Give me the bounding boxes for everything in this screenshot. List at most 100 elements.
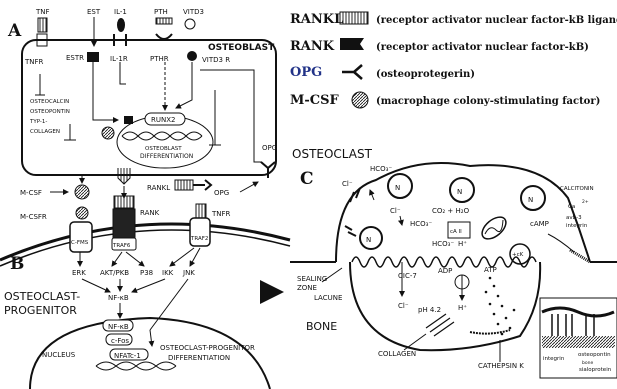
h-mid: H⁺ bbox=[458, 240, 467, 248]
ruffled-border bbox=[352, 257, 536, 267]
kinase-akt: AKT/PKB bbox=[100, 269, 129, 277]
rankl-ligand-icon bbox=[175, 180, 193, 190]
hco3-low: HCO₃⁻ bbox=[432, 240, 454, 248]
tnf-ligand-icon bbox=[38, 18, 47, 32]
legend-desc-mcsf: (macrophage colony-stimulating factor) bbox=[376, 96, 600, 107]
calcitonin-label: CALCITONIN bbox=[560, 186, 594, 192]
ca-sup: 2+ bbox=[582, 199, 589, 205]
mcsf-bound-icon bbox=[76, 207, 88, 219]
receptor-estr: ESTR bbox=[66, 54, 84, 62]
ob-diff-1: OSTEOBLAST bbox=[145, 146, 182, 152]
opg-bound-icon bbox=[205, 180, 211, 190]
progenitor-label-1: OSTEOCLAST- bbox=[4, 290, 80, 303]
osteoblast-title: OSTEOBLAST bbox=[208, 43, 275, 53]
panel-a: A OSTEOBLAST TNF EST IL-1 PTH VITD3 TNFR… bbox=[7, 8, 277, 178]
ob-diff-2: DIFFERENTIATION bbox=[140, 153, 193, 160]
resorption-lacune bbox=[350, 262, 540, 350]
cl-mid: Cl⁻ bbox=[390, 207, 401, 215]
nucleus-3-label: N bbox=[528, 196, 533, 204]
atp-label: ATP bbox=[484, 266, 497, 274]
legend-desc-rankl: (receptor activator nuclear factor-kB li… bbox=[376, 15, 617, 26]
legend-opg-icon bbox=[342, 65, 362, 79]
legend-rankl-icon bbox=[340, 12, 368, 24]
cathepsin-dots bbox=[485, 277, 516, 336]
integrin-label: integrin bbox=[566, 223, 588, 229]
panel-b: M-CSF M-CSFR RANKL OPG RANK TNFR C-FMS T… bbox=[0, 168, 290, 389]
panel-b-label: B bbox=[10, 254, 24, 274]
vitd3r-receptor-icon bbox=[187, 51, 197, 61]
kinase-ikk: IKK bbox=[162, 269, 174, 277]
nucleus-2-label: N bbox=[457, 188, 462, 196]
legend-mcsf-icon bbox=[352, 92, 368, 108]
kinase-jnk: JNK bbox=[182, 269, 195, 277]
pth-ligand-icon bbox=[156, 18, 172, 24]
rankl-label: RANKL bbox=[147, 184, 170, 192]
gene-collagen: COLLAGEN bbox=[30, 129, 60, 135]
ligand-tnf: TNF bbox=[35, 8, 50, 16]
h-lacune: H⁺ bbox=[458, 304, 467, 312]
progenitor-membrane bbox=[0, 224, 290, 260]
adp-label: ADP bbox=[438, 267, 452, 275]
ck-label: +cK bbox=[512, 252, 524, 258]
mcsfr-label: M-CSFR bbox=[20, 213, 47, 221]
mcsf-internal-icon bbox=[102, 127, 114, 139]
traf2-label: TRAF2 bbox=[190, 236, 208, 242]
runx2-label: RUNX2 bbox=[151, 116, 175, 124]
legend-key-rank: RANK bbox=[290, 39, 335, 54]
sealing-zone-2: ZONE bbox=[297, 284, 317, 292]
mcsf-ligand-icon bbox=[75, 185, 89, 199]
legend-key-opg: OPG bbox=[290, 65, 322, 80]
ligand-est: EST bbox=[87, 8, 101, 16]
inset-bone-label: bone bbox=[582, 360, 593, 366]
legend-key-rankl: RANKL bbox=[290, 12, 343, 27]
rankl-rank-icon bbox=[114, 196, 134, 208]
cfms-receptor bbox=[70, 222, 92, 252]
camp-label: cAMP bbox=[530, 220, 549, 228]
legend-rank-icon bbox=[340, 38, 364, 50]
co2-label: CO₂ + H₂O bbox=[432, 207, 470, 215]
nfatc1-label: NFATc-1 bbox=[114, 352, 141, 360]
lacune-label: LACUNE bbox=[314, 294, 342, 302]
ligand-pth: PTH bbox=[154, 8, 168, 16]
bone-label: BONE bbox=[306, 320, 337, 333]
opg-exit-label: OPG bbox=[262, 144, 277, 152]
receptor-pthr: PTHR bbox=[150, 55, 169, 63]
avb3-label: avb-3 bbox=[566, 215, 582, 221]
receptor-tnfr: TNFR bbox=[24, 58, 44, 66]
gene-osteopontin: OSTEOPONTIN bbox=[30, 109, 70, 115]
nfkb-label: NF-κB bbox=[108, 294, 129, 302]
legend-key-mcsf: M-CSF bbox=[290, 93, 340, 108]
tnf-b-icon bbox=[196, 204, 206, 218]
nuc-nfkb-label: NF-κB bbox=[108, 323, 129, 331]
nucleus-4-label: N bbox=[366, 236, 371, 244]
gene-osteocalcin: OSTEOCALCIN bbox=[30, 99, 69, 105]
ca2-label: cA II bbox=[450, 229, 462, 235]
estr-receptor-icon bbox=[87, 52, 99, 62]
inset-integrin-label: integrin bbox=[543, 356, 565, 362]
progenitor-diff-2: DIFFERENTIATION bbox=[168, 354, 230, 362]
kinase-erk: ERK bbox=[72, 269, 86, 277]
inset-osteopontin-label: osteopontin bbox=[578, 352, 611, 358]
gene-typ1: TYP-1- bbox=[29, 119, 47, 125]
ph-label: pH 4.2 bbox=[418, 306, 441, 314]
progenitor-diff-1: OSTEOCLAST-PROGENITOR bbox=[160, 344, 255, 352]
rankl-on-osteoblast-icon bbox=[118, 168, 130, 184]
panel-c-label: C bbox=[300, 169, 314, 189]
ca-label: Ca bbox=[568, 204, 575, 210]
ligand-il1: IL-1 bbox=[114, 8, 127, 16]
receptor-il1r: IL-1R bbox=[110, 55, 128, 63]
ligand-vitd3: VITD3 bbox=[183, 8, 204, 16]
cfos-label: c-Fos bbox=[111, 337, 129, 345]
mcsf-label: M-CSF bbox=[20, 189, 42, 197]
hco3-mid: HCO₃⁻ bbox=[410, 220, 432, 228]
progenitor-label-2: PROGENITOR bbox=[4, 304, 77, 317]
nucleus-1-label: N bbox=[395, 184, 400, 192]
receptor-vitd3r: VITD3 R bbox=[202, 56, 230, 64]
legend-desc-opg: (osteoprotegerin) bbox=[376, 69, 475, 80]
kinase-p38: P38 bbox=[140, 269, 153, 277]
collagen-label: COLLAGEN bbox=[378, 350, 416, 358]
legend-desc-rank: (receptor activator nuclear factor-kB) bbox=[376, 42, 589, 53]
cfms-label: C-FMS bbox=[71, 240, 89, 246]
nucleus-label: NUCLEUS bbox=[42, 351, 76, 359]
